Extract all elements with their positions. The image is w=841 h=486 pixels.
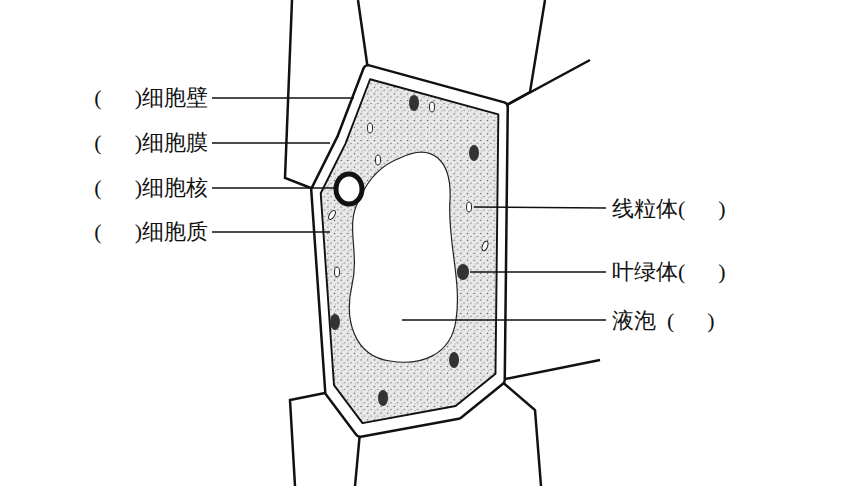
part-label: ( )细胞膜 <box>94 130 208 156</box>
part-label: 液泡 ( ) <box>612 308 715 334</box>
part-label: 叶绿体( ) <box>612 259 726 285</box>
part-label: ( )细胞壁 <box>94 85 208 111</box>
leader-lines <box>212 98 606 320</box>
cytoplasm <box>321 79 499 423</box>
nucleus <box>336 174 362 204</box>
cell-wall-inner <box>316 70 503 432</box>
part-label: 线粒体( ) <box>612 196 726 222</box>
part-label: ( )细胞质 <box>94 219 208 245</box>
mitochondria <box>327 102 489 277</box>
cell-wall <box>316 70 503 432</box>
part-label: ( )细胞核 <box>94 175 208 201</box>
neighbor-walls <box>285 0 600 486</box>
chloroplasts <box>330 95 479 406</box>
vacuole <box>349 152 457 362</box>
